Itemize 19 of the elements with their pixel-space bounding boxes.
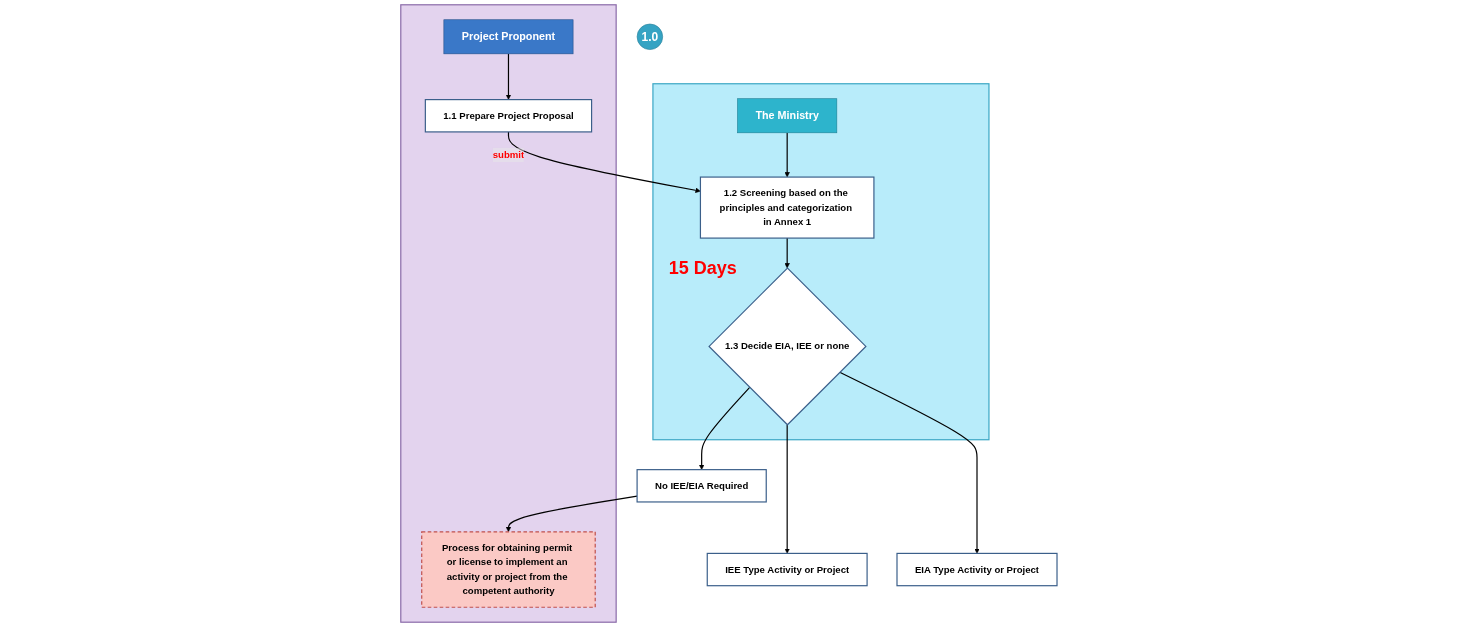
arrow [505, 53, 511, 100]
cluster [651, 83, 990, 441]
node-box: Project Proponent [443, 19, 573, 55]
node-circle: 1.0 [636, 23, 663, 50]
node-box: IEE Type Activity or Project [706, 552, 868, 587]
edge-label: submit [492, 149, 524, 160]
arrow [507, 131, 701, 193]
node-box: 1.2 Screening based on the principles and categorization in Annex 1 [699, 176, 875, 239]
arrow [784, 424, 790, 554]
node-box: No IEE/EIA Required [636, 469, 767, 503]
node-box: Process for obtaining permit or license to implement an activity or project from the competent authority [420, 531, 596, 608]
node-box: 1.1 Prepare Project Proposal [424, 99, 592, 133]
arrow [784, 237, 790, 269]
cluster [399, 4, 617, 623]
node-box: The Ministry [736, 98, 837, 134]
node-box: EIA Type Activity or Project [896, 552, 1058, 587]
arrow [784, 132, 790, 178]
arrow [838, 371, 980, 554]
arrow [698, 386, 750, 470]
